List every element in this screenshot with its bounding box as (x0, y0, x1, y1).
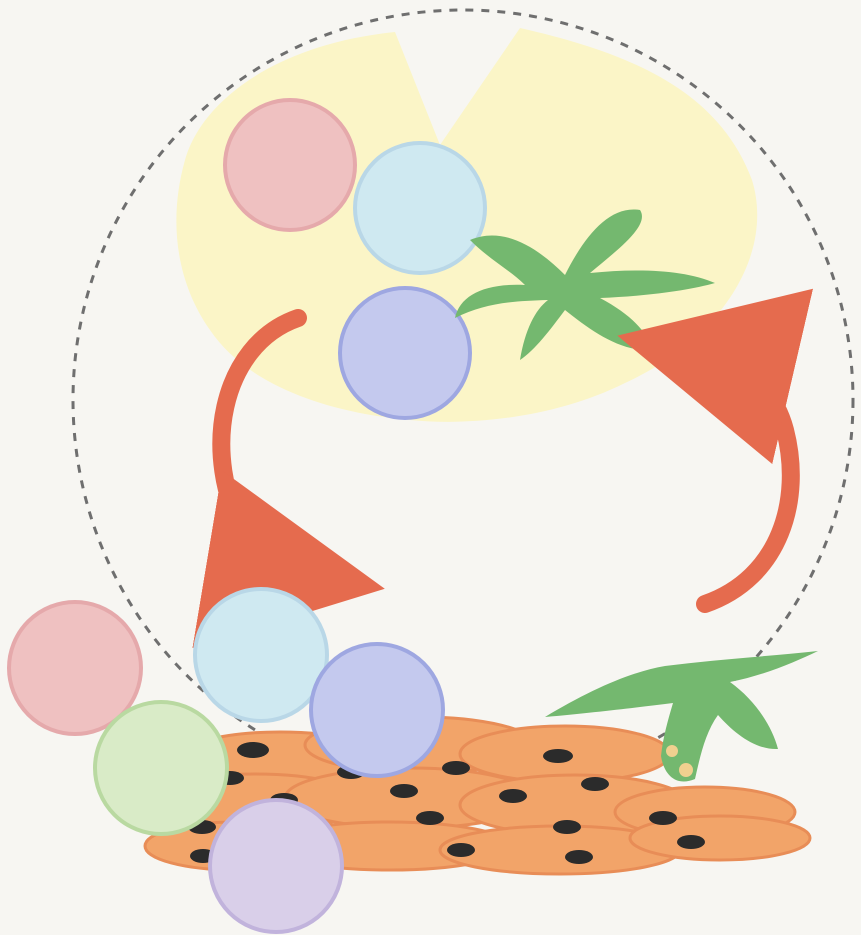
blue-cell-lower (311, 644, 443, 776)
blue-cell-upper (340, 288, 470, 418)
lavender-cell-lower (210, 800, 342, 932)
pink-cell-upper (225, 100, 355, 230)
cyan-cell-lower (195, 589, 327, 721)
green-cell-lower (95, 702, 227, 834)
cyan-cell-upper (355, 143, 485, 273)
